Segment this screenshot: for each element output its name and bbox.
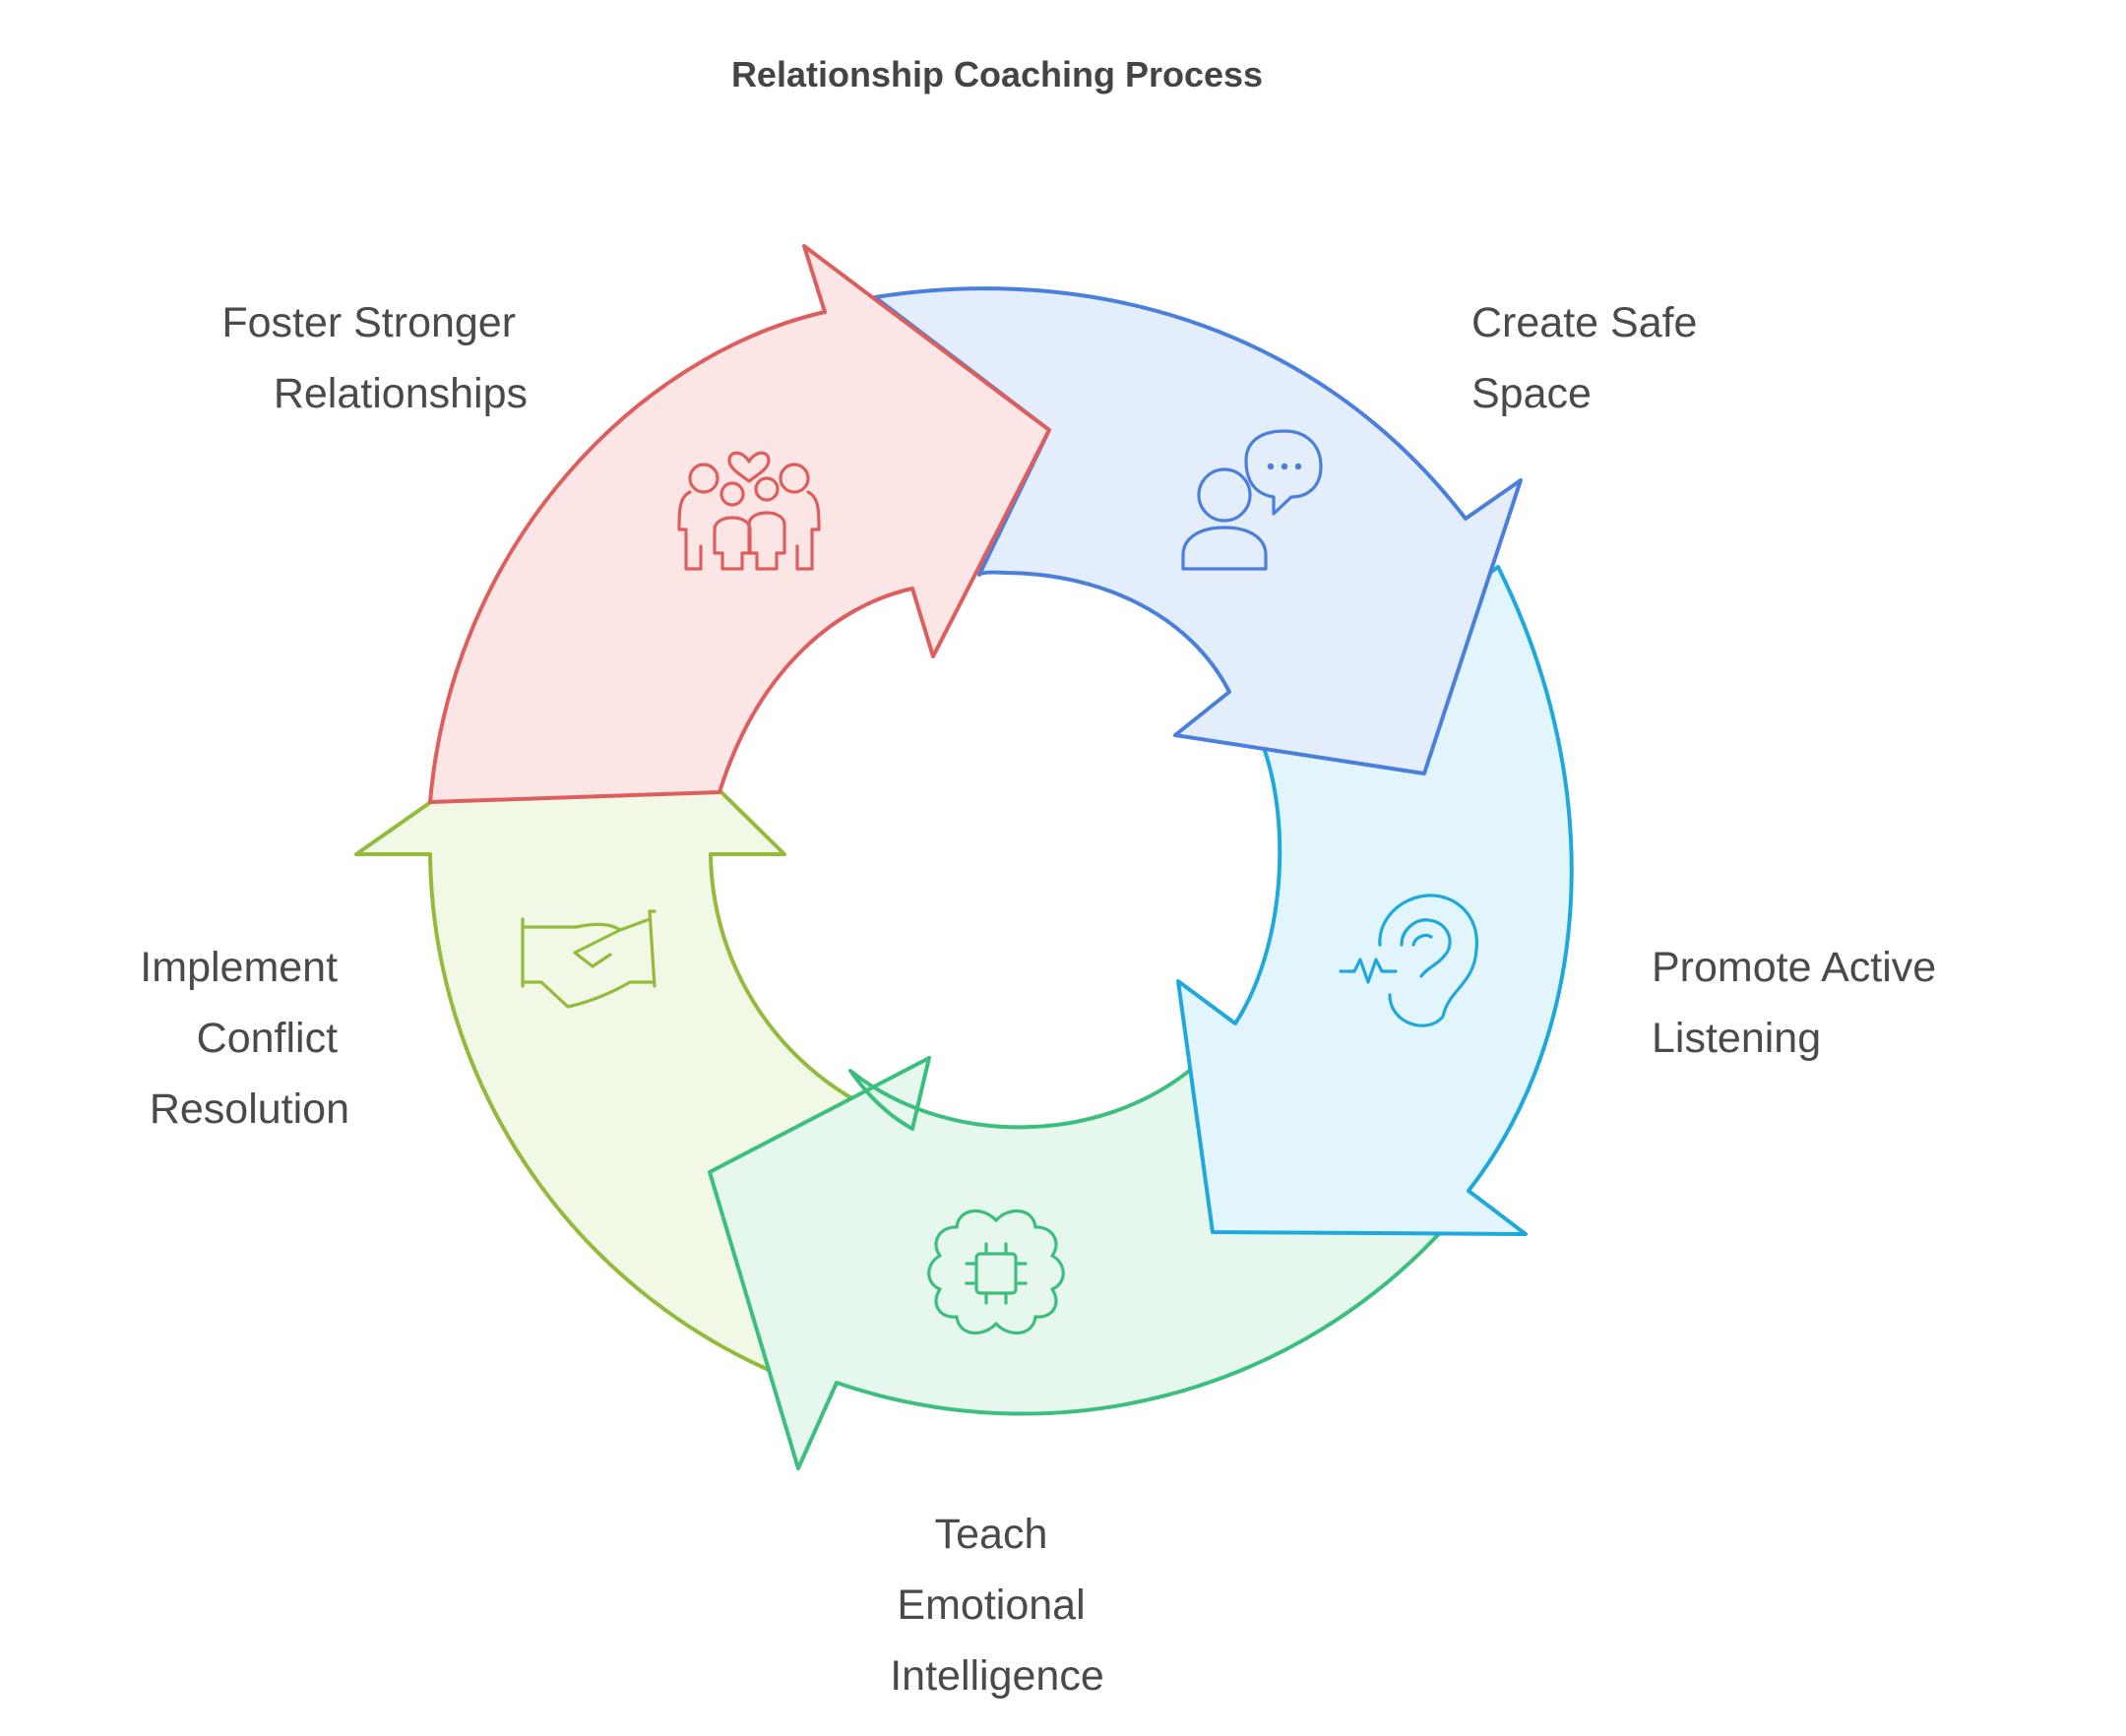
label-stronger-relationships: Foster Stronger Relationships — [221, 299, 528, 417]
ear-sound-wave-icon — [1339, 894, 1478, 1027]
label-safe-space: Create Safe Space — [1471, 299, 1709, 417]
active-listening-arrow — [1176, 565, 1574, 1236]
safe-space-arrow — [873, 286, 1523, 775]
person-speech-bubble-icon — [1181, 429, 1323, 571]
label-emotional-intelligence: Teach Emotional Intelligence — [890, 1511, 1104, 1700]
label-active-listening: Promote Active Listening — [1652, 944, 1948, 1062]
diagram-title: Relationship Coaching Process — [731, 54, 1263, 94]
handshake-icon — [521, 909, 657, 1009]
brain-chip-icon — [927, 1209, 1065, 1334]
step-safe-space — [873, 286, 1523, 775]
family-heart-icon — [677, 451, 821, 571]
step-active-listening — [1176, 565, 1574, 1236]
label-conflict-resolution: Implement Conflict Resolution — [140, 944, 349, 1133]
step-stronger-relationships — [428, 244, 1051, 804]
stronger-relationships-arrow — [428, 244, 1051, 804]
